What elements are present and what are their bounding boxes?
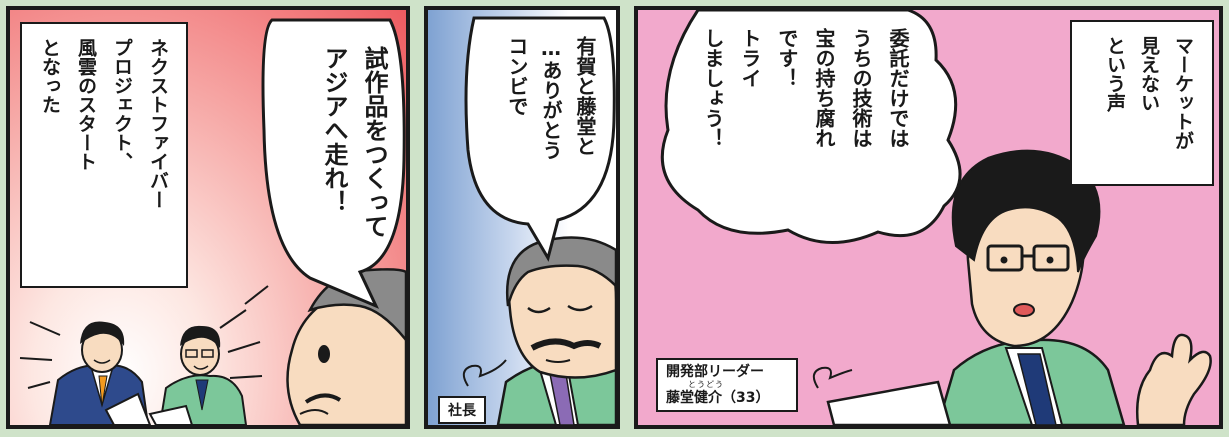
narration-box: ネクストファイバー プロジェクト、 風雲のスタート となった xyxy=(20,22,188,288)
character-label: 社長 xyxy=(438,396,486,424)
panel-1-artwork xyxy=(19,18,406,425)
emphasis-lines xyxy=(19,285,269,389)
character-president xyxy=(496,236,616,425)
narration-text: マーケットが 見えない という声 xyxy=(1104,36,1194,150)
speech-bubble-shape xyxy=(464,16,616,262)
speech-bubble-text: 試作品をつくって アジアへ走れ！ xyxy=(320,46,388,238)
character-role: 開発部リーダー xyxy=(666,364,764,380)
character-todo xyxy=(936,149,1212,425)
panel-3-artwork xyxy=(660,10,1212,425)
manga-panel-1: ネクストファイバー プロジェクト、 風雲のスタート となった 試作品をつくって … xyxy=(6,6,410,429)
narration-text: ネクストファイバー プロジェクト、 風雲のスタート となった xyxy=(39,38,169,209)
curl-mark xyxy=(812,366,853,389)
panel-2-artwork xyxy=(462,16,616,425)
speech-bubble-shape xyxy=(261,18,406,309)
speech-bubble-text: 有賀と藤堂と …ありがとう コンビで xyxy=(505,36,597,160)
narration-box: マーケットが 見えない という声 xyxy=(1070,20,1214,186)
curl-mark xyxy=(462,359,507,387)
character-name: 藤堂健介（33） xyxy=(666,390,770,406)
manga-panel-2: 有賀と藤堂と …ありがとう コンビで 社長 xyxy=(424,6,620,429)
manga-panel-3: マーケットが 見えない という声 委託だけでは うちの技術は 宝の持ち腐れ です… xyxy=(634,6,1223,429)
character-label: 開発部リーダー とうどう 藤堂健介（33） xyxy=(656,358,798,412)
name-furigana: とうどう xyxy=(688,380,724,389)
speech-bubble-text: 委託だけでは うちの技術は 宝の持ち腐れ です！ トライ しましょう！ xyxy=(701,28,910,148)
speech-bubble-shape xyxy=(660,10,962,244)
